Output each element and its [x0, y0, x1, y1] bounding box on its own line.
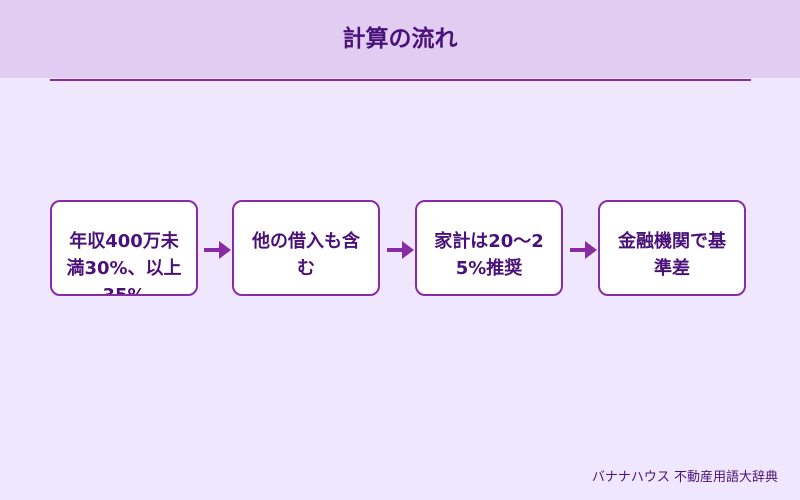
- title-divider: [50, 79, 751, 81]
- page-title: 計算の流れ: [342, 26, 458, 52]
- step-label: 金融機関で基準差: [618, 231, 726, 279]
- step-box-lender-criteria: 金融機関で基準差: [598, 200, 746, 296]
- arrow-right-icon: [387, 241, 414, 259]
- step-label: 他の借入も含む: [252, 231, 360, 279]
- step-box-household-ratio: 家計は20〜25%推奨: [415, 200, 563, 296]
- header-band: [0, 0, 800, 78]
- step-box-income-ratio: 年収400万未満30%、以上35%: [50, 200, 198, 296]
- arrow-right-icon: [204, 241, 231, 259]
- step-box-other-loans: 他の借入も含む: [232, 200, 380, 296]
- step-label: 家計は20〜25%推奨: [434, 231, 544, 279]
- arrow-right-icon: [570, 241, 597, 259]
- source-credit: バナナハウス 不動産用語大辞典: [591, 470, 778, 485]
- step-label: 年収400万未満30%、以上35%: [66, 231, 182, 296]
